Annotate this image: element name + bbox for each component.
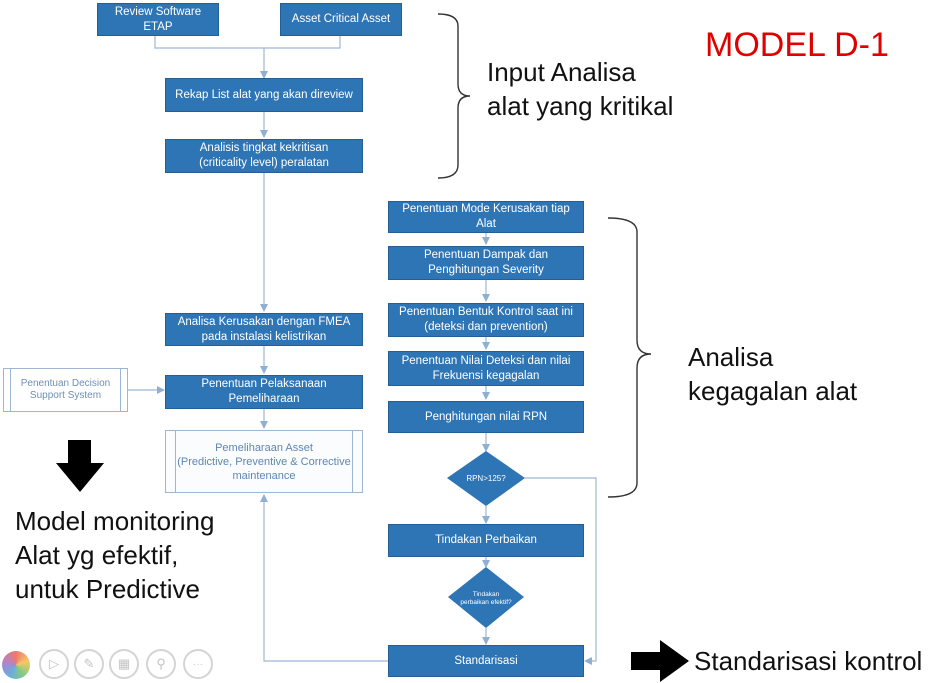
- rpn-decision-label: RPN>125?: [466, 474, 506, 483]
- down-arrow-icon: [56, 440, 104, 492]
- fmea-box: Analisa Kerusakan dengan FMEA pada insta…: [165, 313, 363, 346]
- dss-left-bar: [10, 369, 11, 411]
- rpn-box: Penghitungan nilai RPN: [388, 401, 584, 433]
- input-analisa-annotation: Input Analisa alat yang kritikal: [487, 57, 674, 121]
- right-arrow-icon: [631, 640, 689, 682]
- dampak-severity-box: Penentuan Dampak dan Penghitungan Severi…: [388, 246, 584, 280]
- model-monitoring-annotation: Model monitoring Alat yg efektif, untuk …: [15, 506, 215, 604]
- zoom-icon[interactable]: ⚲: [146, 649, 176, 679]
- pemeliharaan-asset-label: Pemeliharaan Asset (Predictive, Preventi…: [177, 441, 351, 482]
- input-brace: [437, 13, 471, 179]
- analisa-kegagalan-annotation: Analisa kegagalan alat: [688, 342, 858, 406]
- pemeliharaan-asset-box: Pemeliharaan Asset (Predictive, Preventi…: [165, 430, 363, 493]
- standarisasi-box: Standarisasi: [388, 645, 584, 677]
- kontrol-box: Penentuan Bentuk Kontrol saat ini (detek…: [388, 303, 584, 337]
- model-title: MODEL D-1: [705, 26, 889, 64]
- dss-box: Penentuan Decision Support System: [3, 368, 128, 412]
- standarisasi-kontrol-annotation: Standarisasi kontrol: [694, 646, 923, 676]
- asset-right-bar: [352, 431, 353, 492]
- tindakan-decision-label: Tindakan perbaikan efektif?: [460, 591, 512, 606]
- asset-critical-box: Asset Critical Asset: [280, 3, 402, 36]
- tindakan-decision-diamond: [448, 567, 524, 628]
- asset-left-bar: [175, 431, 176, 492]
- play-icon[interactable]: ▷: [39, 649, 69, 679]
- pen-icon[interactable]: ✎: [74, 649, 104, 679]
- rpn-decision-diamond: [447, 451, 525, 506]
- presenter-logo: [2, 651, 30, 679]
- review-software-box: Review Software ETAP: [97, 3, 219, 36]
- slides-icon[interactable]: ▦: [109, 649, 139, 679]
- pelaksanaan-box: Penentuan Pelaksanaan Pemeliharaan: [165, 375, 363, 409]
- dss-right-bar: [120, 369, 121, 411]
- criticality-analysis-box: Analisis tingkat kekritisan (criticality…: [165, 139, 363, 173]
- mode-kerusakan-box: Penentuan Mode Kerusakan tiap Alat: [388, 201, 584, 233]
- more-icon[interactable]: ···: [183, 649, 213, 679]
- analisa-brace: [607, 217, 652, 498]
- dss-label: Penentuan Decision Support System: [20, 378, 111, 401]
- deteksi-frekuensi-box: Penentuan Nilai Deteksi dan nilai Frekue…: [388, 351, 584, 386]
- tindakan-perbaikan-box: Tindakan Perbaikan: [388, 524, 584, 557]
- rekap-list-box: Rekap List alat yang akan direview: [165, 78, 363, 112]
